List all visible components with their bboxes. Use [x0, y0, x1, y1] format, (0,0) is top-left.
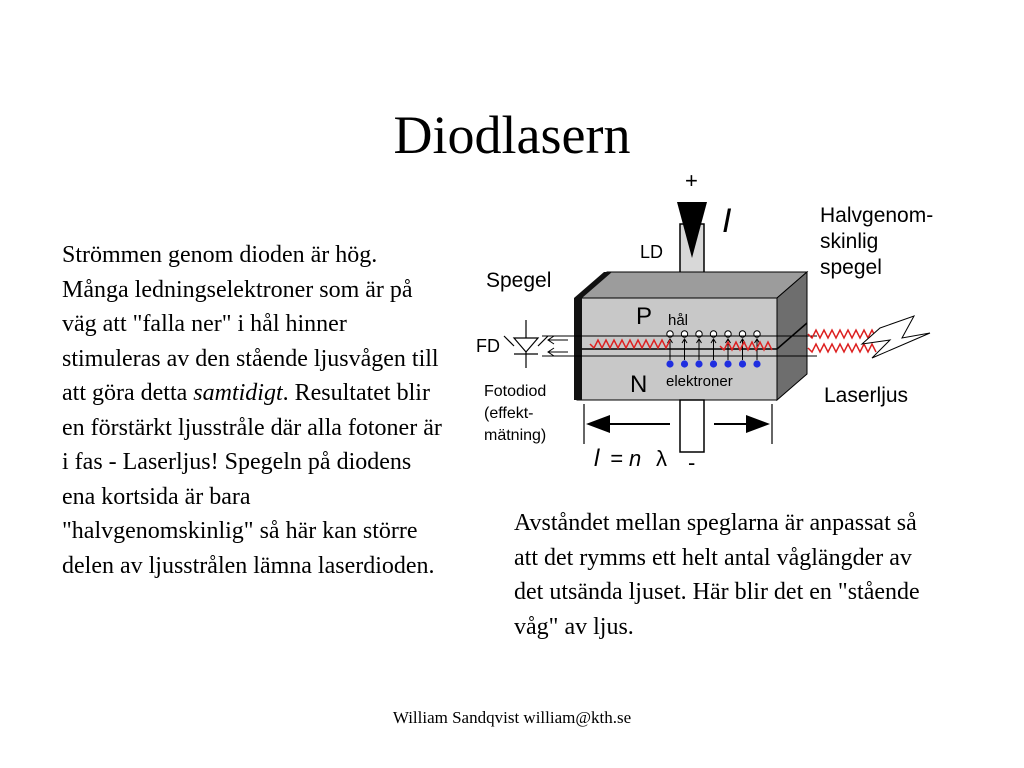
- p-label: P: [636, 303, 652, 330]
- electron: [753, 360, 761, 368]
- electron: [709, 360, 718, 368]
- halvgenom-label-1: Halvgenom-: [820, 204, 933, 227]
- electron: [724, 360, 732, 368]
- left-mirror-top: [574, 272, 612, 298]
- current-label: I: [722, 202, 732, 240]
- wave-inside: [589, 338, 773, 352]
- minus-label: -: [688, 450, 695, 475]
- right-paragraph: Avståndet mellan speglarna är anpassat s…: [514, 510, 920, 640]
- feedback-arrows: [547, 335, 568, 357]
- wave-out-2: [807, 342, 877, 354]
- left-paragraph-part1: Strömmen genom dioden är hög. Många ledn…: [62, 242, 439, 406]
- ld-label: LD: [640, 242, 663, 262]
- fotodiod-label-2: (effekt-: [484, 405, 534, 422]
- lambda-label: λ: [656, 446, 667, 471]
- fd-label: FD: [476, 336, 500, 356]
- elektroner-label: elektroner: [666, 373, 733, 390]
- electron: [666, 360, 674, 368]
- output-beam-arrow: [860, 315, 931, 359]
- length-dimension: [583, 404, 773, 444]
- n-label: N: [630, 371, 647, 398]
- electrons: [666, 360, 761, 368]
- transition-arrow: [754, 338, 760, 360]
- wave-out-1: [807, 328, 877, 340]
- fotodiod-label-3: mätning): [484, 427, 546, 444]
- left-paragraph-emphasis: samtidigt: [193, 380, 283, 406]
- chip-top: [575, 271, 809, 299]
- left-paragraph: Strömmen genom dioden är hög. Många ledn…: [62, 238, 442, 583]
- left-paragraph-part2: . Resultatet blir en förstärkt ljusstrål…: [62, 380, 442, 579]
- halvgenom-label-3: spegel: [820, 256, 882, 279]
- transition-arrow: [696, 338, 702, 360]
- electron: [738, 360, 747, 368]
- current-arrow: [677, 202, 707, 258]
- transition-arrow: [710, 338, 717, 360]
- electron: [695, 360, 703, 368]
- fotodiod-label-1: Fotodiod: [484, 383, 546, 400]
- hal-label: hål: [668, 312, 688, 329]
- footer: William Sandqvist william@kth.se: [392, 708, 632, 727]
- plus-label: +: [685, 168, 698, 193]
- electron: [680, 360, 689, 368]
- halvgenom-label-2: skinlig: [820, 230, 878, 253]
- page-title: Diodlasern: [393, 105, 631, 165]
- laserljus-label: Laserljus: [824, 384, 908, 407]
- laser-diode-diagram: + I LD P hål N elektroner FD Spegel Foto…: [476, 168, 933, 475]
- left-mirror: [574, 298, 582, 400]
- transition-arrow: [681, 338, 688, 360]
- spegel-label: Spegel: [486, 269, 551, 292]
- length-eq-label: = n: [610, 446, 641, 471]
- length-l-label: l: [594, 445, 600, 472]
- bottom-lead: [679, 399, 705, 453]
- photodiode-symbol: [503, 320, 549, 368]
